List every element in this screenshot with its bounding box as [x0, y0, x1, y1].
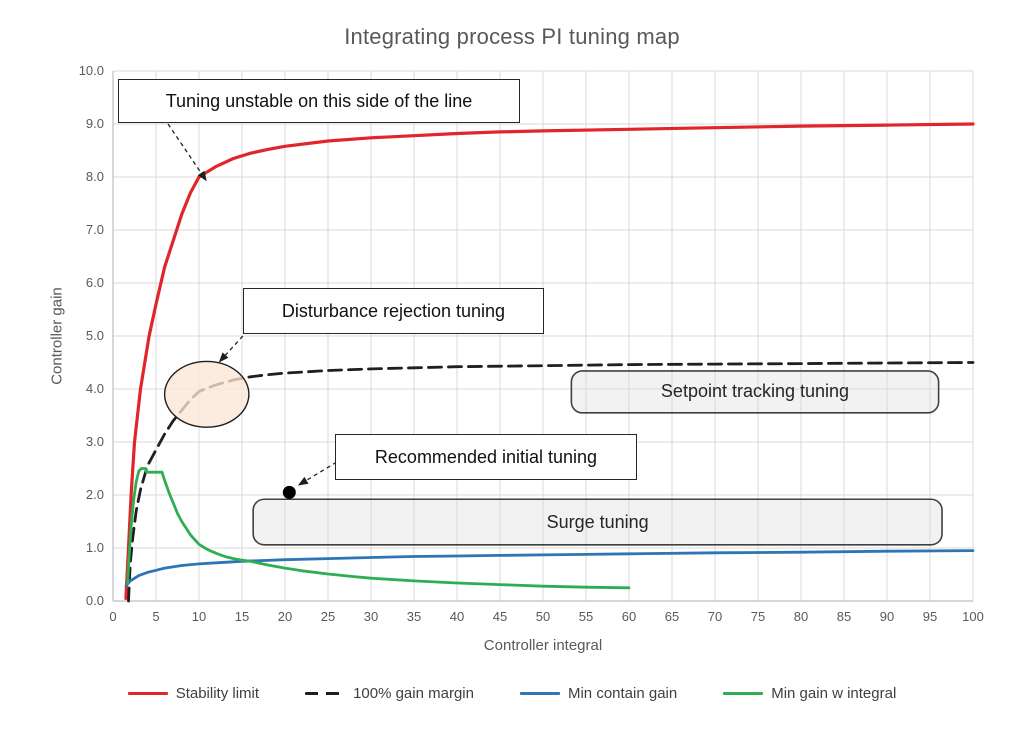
callout-recommended-initial-label: Recommended initial tuning	[374, 446, 598, 467]
y-axis-title: Controller gain	[48, 287, 66, 385]
x-tick-label: 60	[621, 609, 637, 624]
callout-arrowhead-1	[218, 352, 229, 363]
legend: Stability limit 100% gain margin Min con…	[0, 680, 1024, 706]
series-min-gain-w-integral	[126, 467, 631, 590]
legend-swatch-min-gain-w-integral-icon	[723, 691, 764, 695]
legend-swatch-stability-limit-icon	[127, 691, 168, 695]
y-tick-label: 1.0	[85, 540, 104, 555]
x-tick-label: 5	[152, 609, 160, 624]
callout-tuning-unstable-label: Tuning unstable on this side of the line	[165, 90, 473, 111]
x-tick-label: 10	[191, 609, 207, 624]
x-axis-title: Controller integral	[483, 637, 603, 654]
x-tick-label: 30	[363, 609, 379, 624]
legend-label-min-contain-gain: Min contain gain	[567, 684, 678, 702]
x-tick-label: 25	[320, 609, 336, 624]
y-tick-label: 9.0	[85, 116, 104, 131]
legend-item-min-gain-w-integral: Min gain w integral	[723, 685, 896, 702]
callout-disturbance-rejection-label: Disturbance rejection tuning	[281, 300, 506, 321]
y-tick-label: 3.0	[85, 434, 104, 449]
y-tick-label: 7.0	[85, 222, 104, 237]
x-tick-label: 40	[449, 609, 465, 624]
callout-arrowhead-0	[197, 170, 207, 182]
y-tick-label: 5.0	[85, 328, 104, 343]
x-tick-label: 95	[922, 609, 938, 624]
x-tick-label: 85	[836, 609, 852, 624]
recommended-point-marker	[282, 485, 296, 499]
y-tick-label: 2.0	[85, 487, 104, 502]
zone-fill-0	[571, 370, 939, 413]
y-tick-label: 4.0	[85, 381, 104, 396]
x-tick-label: 35	[406, 609, 422, 624]
callout-recommended-initial: Recommended initial tuning	[335, 434, 637, 480]
y-tick-label: 6.0	[85, 275, 104, 290]
callout-disturbance-rejection: Disturbance rejection tuning	[243, 288, 544, 334]
x-tick-label: 75	[750, 609, 766, 624]
x-tick-label: 45	[492, 609, 508, 624]
y-tick-label: 10.0	[78, 63, 104, 78]
callout-arrow-0	[167, 123, 202, 174]
series-min-contain-gain	[124, 549, 975, 588]
callout-arrowhead-2	[297, 476, 309, 486]
x-tick-label: 55	[578, 609, 594, 624]
highlight-ellipse	[163, 360, 250, 428]
x-tick-label: 90	[879, 609, 895, 624]
chart-title: Integrating process PI tuning map	[344, 24, 680, 49]
x-tick-label: 80	[793, 609, 809, 624]
x-tick-label: 50	[535, 609, 551, 624]
callout-tuning-unstable: Tuning unstable on this side of the line	[118, 79, 520, 123]
x-tick-label: 70	[707, 609, 723, 624]
x-tick-label: 15	[234, 609, 250, 624]
y-tick-label: 8.0	[85, 169, 104, 184]
x-tick-label: 100	[962, 609, 984, 624]
zone-fill-1	[253, 499, 943, 545]
legend-label-gain-margin: 100% gain margin	[353, 684, 474, 702]
y-tick-label: 0.0	[85, 593, 104, 608]
callout-arrow-2	[306, 461, 337, 481]
zone-border-1	[252, 498, 943, 546]
legend-label-stability-limit: Stability limit	[175, 684, 260, 702]
series-stability-limit	[124, 122, 975, 600]
legend-item-stability-limit: Stability limit	[127, 684, 260, 702]
legend-swatch-gain-margin-icon	[305, 691, 346, 695]
x-tick-label: 0	[109, 609, 117, 624]
legend-label-min-gain-w-integral: Min gain w integral	[771, 684, 897, 702]
legend-item-min-contain-gain: Min contain gain	[519, 684, 678, 702]
x-tick-label: 65	[664, 609, 680, 624]
callout-arrow-1	[225, 335, 244, 356]
x-tick-label: 20	[277, 609, 293, 624]
zone-border-0	[570, 370, 940, 414]
legend-swatch-min-contain-gain-icon	[519, 691, 560, 695]
series-100-gain-margin	[127, 361, 975, 603]
legend-item-gain-margin: 100% gain margin	[305, 685, 474, 702]
